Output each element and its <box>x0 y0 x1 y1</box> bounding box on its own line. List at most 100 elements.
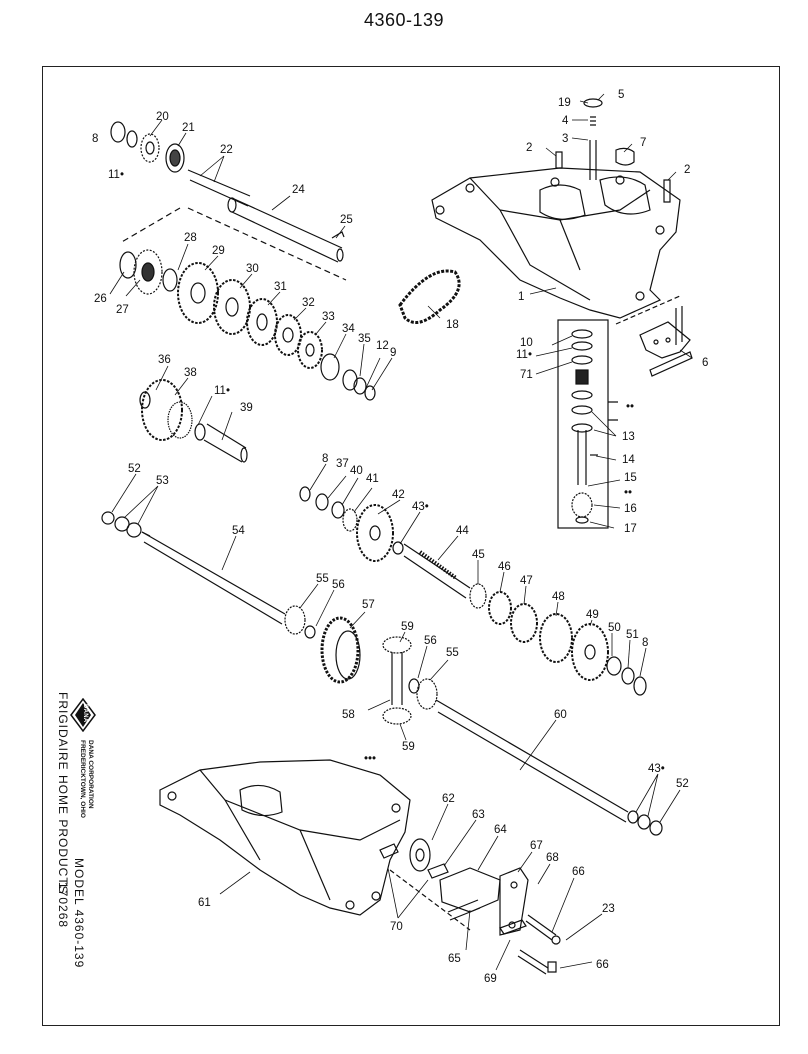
callout-1: 1 <box>518 291 524 303</box>
callout-19: 19 <box>558 97 571 109</box>
callout-55: 55 <box>446 647 459 659</box>
lower-housing-61 <box>159 759 411 916</box>
shaft-44-assembly <box>299 486 647 696</box>
callout-27: 27 <box>116 304 129 316</box>
callout-2: 2 <box>526 142 532 154</box>
callout-18: 18 <box>446 319 459 331</box>
callout-64: 64 <box>494 824 507 836</box>
callout-6: 6 <box>702 357 708 369</box>
callout-56: 56 <box>332 579 345 591</box>
company-line2: FREDERICKTOWN, OHIO <box>79 740 86 818</box>
callout-4: 4 <box>562 115 569 127</box>
brake-parts <box>379 838 561 975</box>
callout-3: 3 <box>562 133 568 145</box>
vertical-shaft-stack <box>557 319 618 529</box>
callout-30: 30 <box>246 263 259 275</box>
callout-44: 44 <box>456 525 469 537</box>
callout-49: 49 <box>586 609 599 621</box>
callout-31: 31 <box>274 281 287 293</box>
shaft-24-assembly <box>110 121 347 281</box>
callout-47: 47 <box>520 575 533 587</box>
callout-8: 8 <box>642 637 648 649</box>
callout-53: 53 <box>156 475 169 487</box>
callout-54: 54 <box>232 525 245 537</box>
callout-33: 33 <box>322 311 335 323</box>
callout-46: 46 <box>498 561 511 573</box>
callout-10: 10 <box>520 337 533 349</box>
callout-40: 40 <box>350 465 363 477</box>
callout-28: 28 <box>184 232 197 244</box>
callout-35: 35 <box>358 333 371 345</box>
callout-52: 52 <box>676 778 689 790</box>
model-number: MODEL 4360-139 <box>72 858 86 969</box>
marker-triple-dot: ••• <box>364 753 376 765</box>
callout-36: 36 <box>158 354 171 366</box>
gear-stack <box>119 249 376 401</box>
callout-66: 66 <box>596 959 609 971</box>
callout-70: 70 <box>390 921 403 933</box>
callout-5: 5 <box>618 89 624 101</box>
chain-18 <box>398 269 461 324</box>
callout-52: 52 <box>128 463 141 475</box>
callout-39: 39 <box>240 402 253 414</box>
callout-69: 69 <box>484 973 497 985</box>
gear-38-shaft-39 <box>139 379 248 463</box>
callout-43: 43• <box>648 763 665 775</box>
callout-14: 14 <box>622 454 635 466</box>
customer-name: FRIGIDAIRE HOME PRODUCTS <box>56 692 70 895</box>
callout-38: 38 <box>184 367 197 379</box>
callout-25: 25 <box>340 214 353 226</box>
upper-housing-1 <box>431 98 681 319</box>
callout-8: 8 <box>322 453 328 465</box>
callout-22: 22 <box>220 144 233 156</box>
callout-56: 56 <box>424 635 437 647</box>
callout-67: 67 <box>530 840 543 852</box>
callout-2: 2 <box>684 164 690 176</box>
callout-11: 11• <box>214 385 230 397</box>
callout-23: 23 <box>602 903 615 915</box>
callout-42: 42 <box>392 489 405 501</box>
page-title: 4360-139 <box>363 10 445 30</box>
callout-59: 59 <box>402 741 415 753</box>
axle-54 <box>101 511 361 684</box>
callout-labels: 8 20 21 11• 22 24 25 28 29 30 31 26 27 3… <box>92 89 708 985</box>
callout-29: 29 <box>212 245 225 257</box>
callout-17: 17 <box>624 523 637 535</box>
callout-34: 34 <box>342 323 355 335</box>
callout-45: 45 <box>472 549 485 561</box>
callout-57: 57 <box>362 599 375 611</box>
callout-20: 20 <box>156 111 169 123</box>
callout-21: 21 <box>182 122 195 134</box>
drawing-code: 170268 <box>56 882 70 929</box>
callout-48: 48 <box>552 591 565 603</box>
callout-51: 51 <box>626 629 639 641</box>
callout-66: 66 <box>572 866 585 878</box>
dana-logo: DANA <box>70 697 96 733</box>
callout-55: 55 <box>316 573 329 585</box>
bracket-6 <box>615 295 693 377</box>
callout-15: 15 <box>624 472 637 484</box>
callout-11: 11• <box>516 349 532 361</box>
callout-60: 60 <box>554 709 567 721</box>
callout-59: 59 <box>401 621 414 633</box>
leader-lines <box>109 93 693 971</box>
callout-24: 24 <box>292 184 305 196</box>
differential-axle-60 <box>382 636 663 836</box>
dana-logo-text: DANA <box>82 704 88 723</box>
callout-16: 16 <box>624 503 637 515</box>
callout-58: 58 <box>342 709 355 721</box>
callout-9: 9 <box>390 347 396 359</box>
bullet-markers: •• •• ••• <box>364 401 634 765</box>
callout-63: 63 <box>472 809 485 821</box>
diagram-frame <box>42 66 780 1026</box>
marker-double-dot: •• <box>624 487 632 499</box>
callout-50: 50 <box>608 622 621 634</box>
callout-41: 41 <box>366 473 379 485</box>
callout-7: 7 <box>640 137 646 149</box>
callout-26: 26 <box>94 293 107 305</box>
callout-68: 68 <box>546 852 559 864</box>
company-line1: DANA CORPORATION <box>87 740 94 809</box>
callout-61: 61 <box>198 897 211 909</box>
callout-65: 65 <box>448 953 461 965</box>
